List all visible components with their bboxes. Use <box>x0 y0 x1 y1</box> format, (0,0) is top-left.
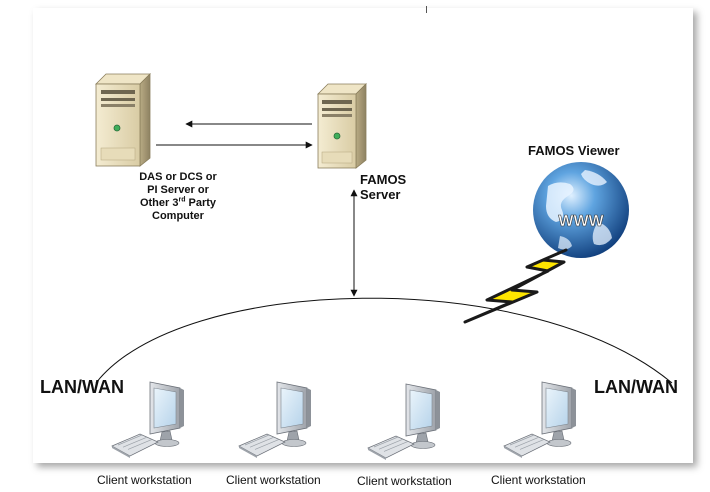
svg-text:WWW: WWW <box>558 213 604 230</box>
das-label-line-2: PI Server or <box>147 184 209 196</box>
client-workstation-label-4: Client workstation <box>491 473 586 487</box>
das-label-line-1: DAS or DCS or <box>139 171 217 183</box>
famos-server-icon <box>317 83 367 169</box>
das-label-line-3-sup: rd <box>178 196 186 204</box>
das-server-label: DAS or DCS or PI Server or Other 3rd Par… <box>118 171 238 223</box>
lan-wan-left-label: LAN/WAN <box>40 377 124 397</box>
famos-viewer-label: FAMOS Viewer <box>528 143 620 158</box>
das-server-icon <box>95 73 151 167</box>
client-workstation-label-3: Client workstation <box>357 474 452 488</box>
network-arc <box>95 297 673 384</box>
top-tick-mark <box>426 6 427 13</box>
workstations <box>111 381 576 460</box>
lightning-bolt-icon <box>463 248 568 324</box>
workstation-monitor-icon <box>405 383 440 449</box>
keyboard-icon <box>503 433 551 458</box>
famos-server-label: FAMOS Server <box>360 172 420 202</box>
globe-icon: WWW <box>533 162 629 258</box>
das-label-line-3: Other 3rd Party <box>118 196 238 210</box>
workstation-monitor-icon <box>541 381 576 447</box>
client-workstation-label-2: Client workstation <box>226 473 321 487</box>
workstation-monitor-icon <box>149 381 184 447</box>
keyboard-icon <box>367 435 415 460</box>
das-label-line-4: Computer <box>152 210 204 222</box>
lan-wan-right-label: LAN/WAN <box>594 377 678 397</box>
client-workstation-label-1: Client workstation <box>97 473 192 487</box>
das-label-line-3-suffix: Party <box>185 197 217 209</box>
keyboard-icon <box>238 433 286 458</box>
famos-label-line-1: FAMOS <box>360 172 407 187</box>
keyboard-icon <box>111 433 159 458</box>
workstation-monitor-icon <box>276 381 311 447</box>
famos-label-line-2: Server <box>360 187 401 202</box>
das-label-line-3-prefix: Other 3 <box>139 197 179 209</box>
